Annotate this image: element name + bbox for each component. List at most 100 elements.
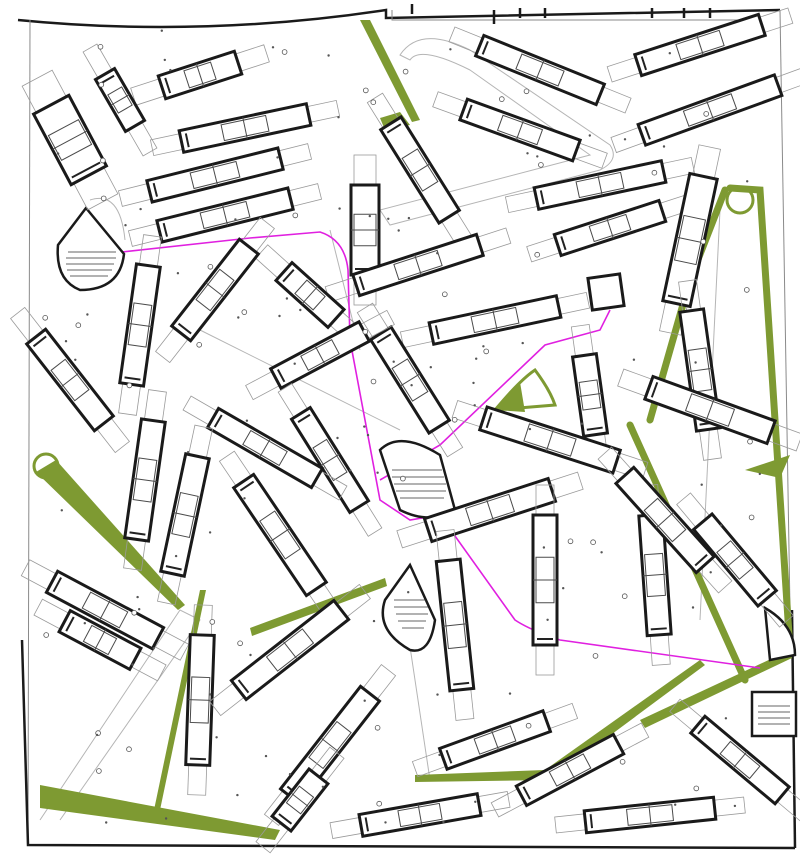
lamp-marker <box>449 48 452 51</box>
lamp-marker <box>410 384 413 387</box>
lamp-marker <box>208 531 212 534</box>
tree-marker <box>362 87 369 94</box>
residential-unit <box>411 702 579 778</box>
lamp-marker <box>376 471 379 474</box>
lamp-marker <box>236 793 239 797</box>
lamp-marker <box>264 754 268 758</box>
lamp-marker <box>474 800 477 803</box>
lamp-marker <box>74 358 77 361</box>
tree-marker <box>400 475 406 482</box>
lamp-marker <box>407 216 411 220</box>
lamp-marker <box>293 362 296 365</box>
tree-marker <box>498 96 505 102</box>
tree-marker <box>100 157 106 164</box>
tree-marker <box>96 768 102 774</box>
lamp-marker <box>528 427 532 431</box>
residential-unit <box>255 244 365 346</box>
lamp-marker <box>163 58 166 62</box>
tree-marker <box>241 309 248 315</box>
lamp-marker <box>384 821 387 824</box>
residential-unit <box>33 598 167 682</box>
tree-marker <box>196 341 203 348</box>
tree-marker <box>590 539 596 545</box>
residential-unit <box>155 216 275 364</box>
lamp-marker <box>95 733 99 737</box>
residential-unit <box>399 291 591 349</box>
lamp-marker <box>152 647 155 650</box>
lamp-marker <box>363 699 366 702</box>
tree-marker <box>292 212 299 219</box>
lamp-marker <box>746 180 749 183</box>
residential-unit <box>659 144 721 336</box>
tree-marker <box>370 99 377 105</box>
tree-marker <box>747 438 753 445</box>
residential-unit <box>127 183 323 247</box>
lamp-marker <box>436 252 439 255</box>
tree-marker <box>370 378 377 385</box>
lamp-marker <box>473 404 476 407</box>
lamp-marker <box>285 297 289 300</box>
lamp-marker <box>691 606 695 609</box>
residential-unit <box>356 302 464 458</box>
lamp-marker <box>327 54 330 57</box>
tree-marker <box>592 653 599 659</box>
lamp-marker <box>526 152 529 155</box>
residential-unit <box>324 227 512 303</box>
tree-marker <box>42 314 48 321</box>
residential-unit <box>570 323 610 467</box>
lamp-marker <box>542 546 546 549</box>
tree-marker <box>748 514 755 521</box>
tree-marker <box>538 162 544 168</box>
residential-unit <box>182 395 348 501</box>
lamp-marker <box>694 361 697 364</box>
tree-marker <box>700 238 706 245</box>
tree-and-lamp-markers <box>42 29 761 824</box>
lamp-marker <box>131 663 134 666</box>
lamp-marker <box>632 358 636 361</box>
lamp-marker <box>288 773 292 776</box>
tree-marker <box>98 81 105 88</box>
lamp-marker <box>668 52 671 55</box>
lamp-marker <box>429 366 432 369</box>
residential-unit <box>448 26 632 114</box>
tree-marker <box>523 88 530 95</box>
lamp-marker <box>136 595 139 599</box>
tree-marker <box>376 800 383 807</box>
lamp-marker <box>407 591 410 594</box>
lamp-marker <box>719 524 723 527</box>
lamp-marker <box>215 736 218 739</box>
residential-unit <box>130 44 270 106</box>
tree-marker <box>97 43 104 50</box>
auditorium-pavilions <box>56 205 798 738</box>
residential-unit <box>123 389 167 571</box>
residential-unit <box>434 529 476 721</box>
residential-unit <box>209 583 371 717</box>
residential-unit <box>157 424 213 606</box>
tree-marker <box>525 722 532 729</box>
residential-unit <box>606 7 794 83</box>
tree-marker <box>441 291 448 298</box>
lamp-marker <box>60 509 63 512</box>
lamp-marker <box>700 483 703 486</box>
lamp-marker <box>758 472 761 476</box>
lamp-marker <box>56 152 60 155</box>
lamp-marker <box>271 46 275 49</box>
lamp-marker <box>368 214 371 218</box>
tree-marker <box>567 538 574 545</box>
residential-unit <box>82 43 158 157</box>
residential-unit <box>597 446 733 594</box>
tree-marker <box>75 322 82 329</box>
lamp-marker <box>83 622 87 625</box>
tree-marker <box>126 746 132 752</box>
residential-unit <box>531 484 559 676</box>
tree-marker <box>703 111 709 117</box>
lamp-marker <box>442 820 445 824</box>
residential-unit <box>366 92 474 248</box>
residential-unit <box>676 492 794 628</box>
residential-unit <box>617 368 800 452</box>
residential-unit <box>117 143 313 207</box>
lamp-marker <box>392 360 395 363</box>
lamp-marker <box>124 224 127 227</box>
lamp-marker <box>64 340 68 343</box>
